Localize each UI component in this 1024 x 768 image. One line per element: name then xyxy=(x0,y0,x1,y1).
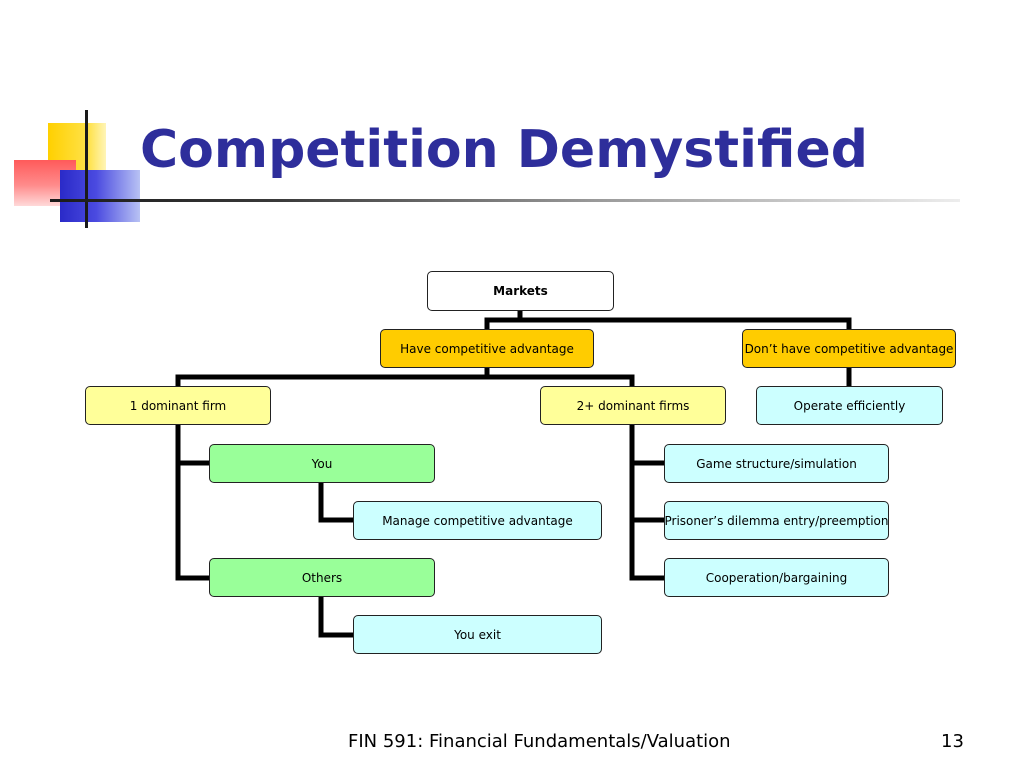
node-you-exit: You exit xyxy=(353,615,602,654)
decor-blue-square xyxy=(60,170,140,222)
node-prisoners-dilemma: Prisoner’s dilemma entry/preemption xyxy=(664,501,889,540)
node-cooperation: Cooperation/bargaining xyxy=(664,558,889,597)
node-game-structure: Game structure/simulation xyxy=(664,444,889,483)
connector-multi-branch xyxy=(629,422,667,581)
slide-title: Competition Demystified xyxy=(140,120,868,180)
node-two-dominant: 2+ dominant firms xyxy=(540,386,726,425)
connector-advantage-level2 xyxy=(175,365,635,389)
connector-dominant-branch xyxy=(175,422,212,581)
node-one-dominant: 1 dominant firm xyxy=(85,386,271,425)
page-number: 13 xyxy=(941,731,964,752)
connector-markets-level1 xyxy=(484,307,852,332)
node-no-advantage: Don’t have competitive advantage xyxy=(742,329,956,368)
node-markets: Markets xyxy=(427,271,614,311)
connector-others-exit xyxy=(318,594,356,638)
title-underline xyxy=(50,199,960,202)
decor-vertical-line xyxy=(85,110,88,228)
node-have-advantage: Have competitive advantage xyxy=(380,329,594,368)
node-you: You xyxy=(209,444,435,483)
footer-course-title: FIN 591: Financial Fundamentals/Valuatio… xyxy=(348,731,731,752)
connector-you-manage xyxy=(318,480,356,523)
node-operate-efficiently: Operate efficiently xyxy=(756,386,943,425)
node-others: Others xyxy=(209,558,435,597)
node-manage-advantage: Manage competitive advantage xyxy=(353,501,602,540)
